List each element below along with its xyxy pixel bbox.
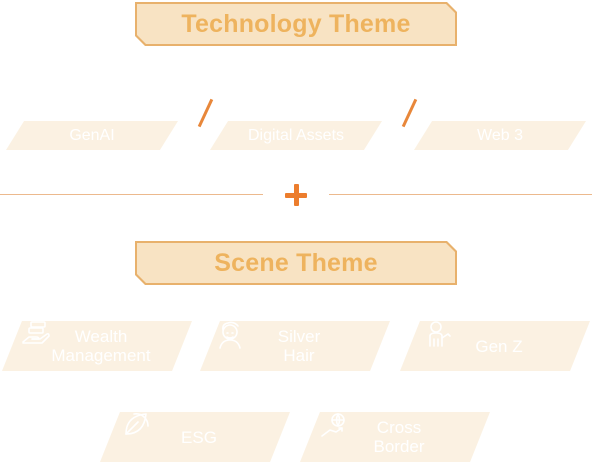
scene-item-cross-border: Cross Border: [300, 412, 490, 462]
scene-item-label: Wealth Management: [51, 327, 151, 365]
technology-theme-heading: Technology Theme: [135, 2, 457, 46]
tech-item-label: Web 3: [477, 127, 523, 144]
divider-right: [329, 194, 592, 195]
scene-theme-heading: Scene Theme: [135, 241, 457, 285]
scene-theme-title: Scene Theme: [214, 248, 378, 277]
technology-theme-title: Technology Theme: [181, 9, 411, 38]
tech-item-genai: GenAI: [6, 121, 178, 150]
young-person-icon: [422, 318, 454, 350]
divider-left: [0, 194, 263, 195]
esg-leaf-icon: [120, 408, 152, 440]
slash-separator: [401, 98, 418, 128]
elder-icon: [214, 318, 246, 350]
scene-item-label: Silver Hair: [277, 327, 321, 365]
tech-item-label: Digital Assets: [247, 127, 345, 144]
scene-item-silver-hair: Silver Hair: [200, 321, 390, 371]
tech-item-web3: Web 3: [414, 121, 586, 150]
plus-icon: [283, 182, 309, 208]
slash-separator: [197, 98, 214, 128]
cross-border-icon: [318, 408, 350, 440]
scene-item-label: Gen Z: [475, 336, 523, 356]
scene-item-label: ESG: [181, 427, 217, 447]
scene-item-label: Cross Border: [373, 418, 425, 456]
tech-item-label: GenAI: [69, 127, 115, 144]
scene-item-wealth-management: Wealth Management: [2, 321, 192, 371]
tech-item-digital-assets: Digital Assets: [210, 121, 382, 150]
wealth-hand-icon: [20, 318, 52, 350]
